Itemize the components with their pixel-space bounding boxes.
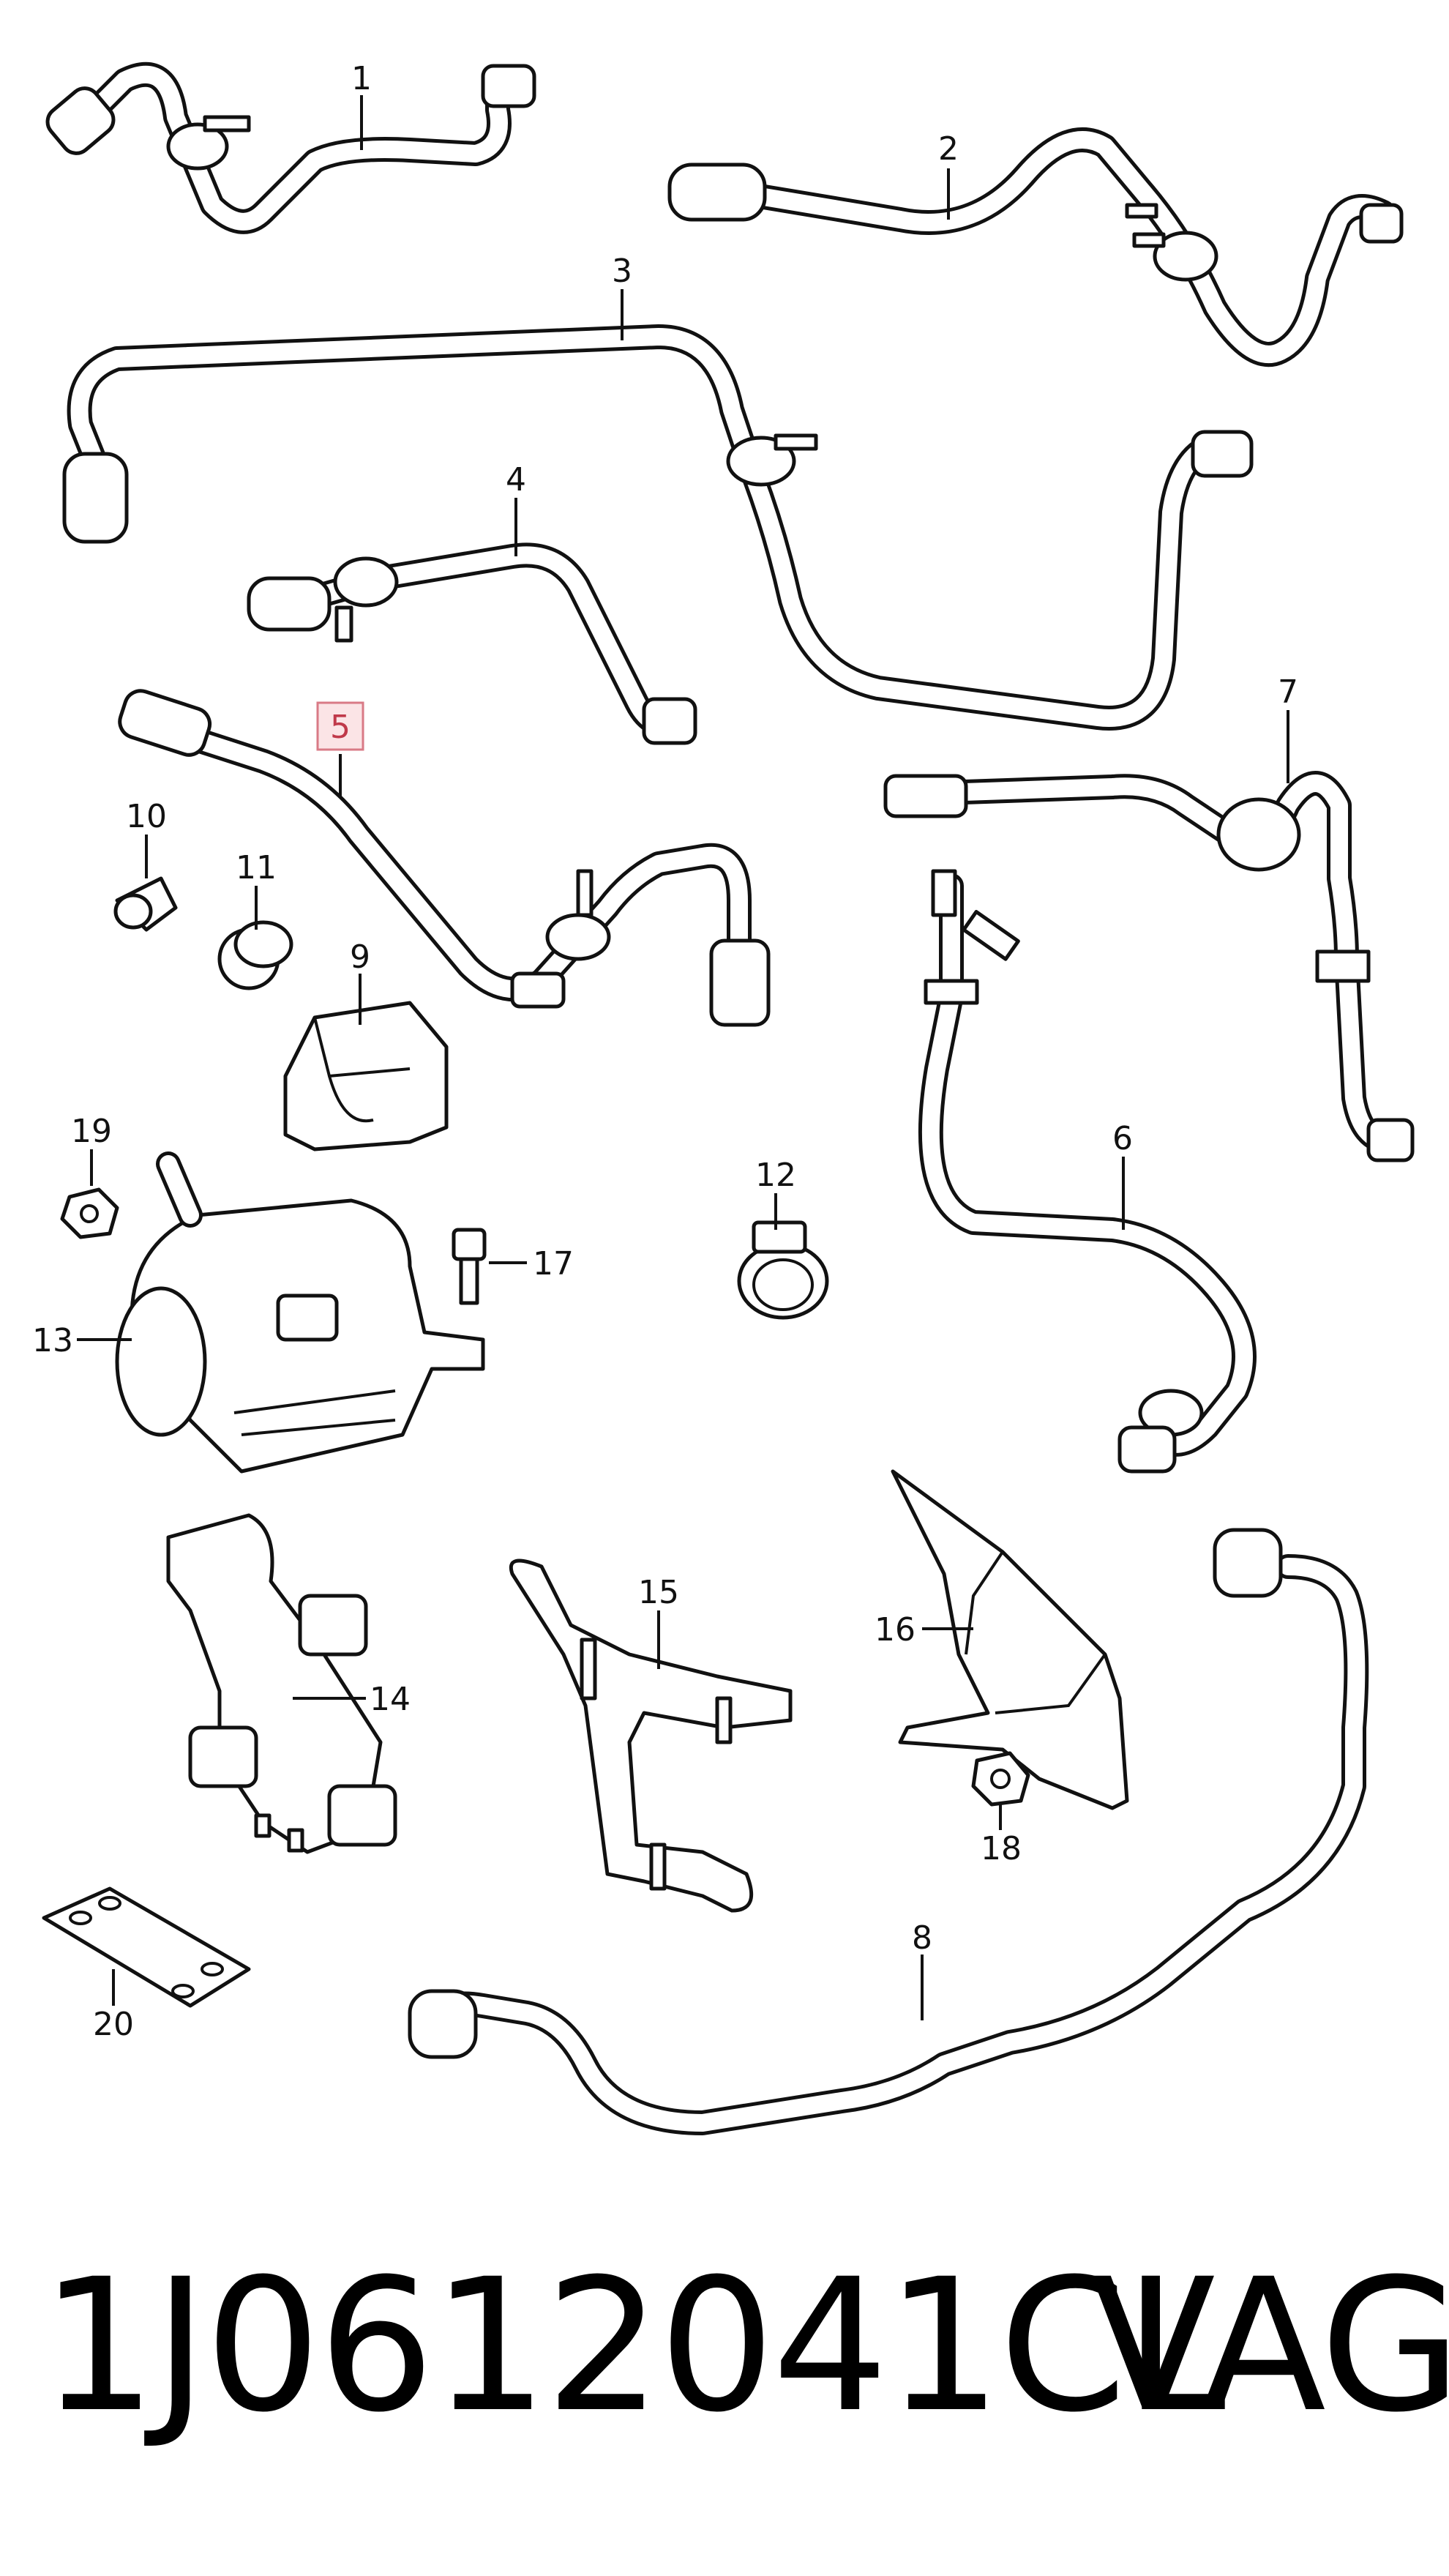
part-13-pump[interactable] bbox=[115, 1151, 485, 1474]
callout-15: 15 bbox=[638, 1574, 679, 1611]
callout-17: 17 bbox=[533, 1245, 574, 1283]
part-8-hose[interactable] bbox=[408, 1528, 1369, 2135]
part-2-hose[interactable] bbox=[667, 127, 1404, 367]
part-18-nut[interactable] bbox=[971, 1751, 1030, 1807]
callout-5-highlight[interactable]: 5 bbox=[316, 701, 364, 751]
part-9-clip[interactable] bbox=[283, 1001, 449, 1151]
part-6-hose[interactable] bbox=[918, 869, 1257, 1474]
part-3-hose[interactable] bbox=[62, 324, 1254, 731]
callout-10: 10 bbox=[126, 798, 167, 835]
part-11-grommet[interactable] bbox=[217, 920, 293, 990]
part-number: 1J0612041CL bbox=[40, 2239, 1226, 2452]
part-4-hose[interactable] bbox=[247, 542, 697, 745]
part-7-hose[interactable] bbox=[883, 771, 1415, 1162]
part-15-bracket[interactable] bbox=[509, 1558, 793, 1913]
part-1-hose[interactable] bbox=[42, 61, 536, 234]
callout-9: 9 bbox=[350, 938, 370, 976]
part-14-bracket[interactable] bbox=[166, 1513, 397, 1854]
callout-19: 19 bbox=[71, 1113, 112, 1150]
part-10-grommet[interactable] bbox=[113, 876, 178, 932]
callout-12: 12 bbox=[755, 1157, 796, 1194]
callout-4: 4 bbox=[506, 461, 526, 499]
callout-7: 7 bbox=[1278, 673, 1298, 711]
callout-6: 6 bbox=[1112, 1120, 1133, 1157]
part-17-bolt[interactable] bbox=[452, 1228, 487, 1305]
callout-11: 11 bbox=[236, 849, 277, 886]
callout-8: 8 bbox=[912, 1919, 932, 1957]
part-12-clamp[interactable] bbox=[737, 1220, 829, 1320]
leader-lines bbox=[77, 95, 1289, 2020]
part-19-nut[interactable] bbox=[60, 1187, 119, 1239]
callout-18: 18 bbox=[981, 1830, 1022, 1867]
callout-2: 2 bbox=[938, 130, 959, 168]
callout-5: 5 bbox=[330, 709, 351, 746]
part-20-gasket[interactable] bbox=[42, 1886, 251, 2008]
callout-3: 3 bbox=[612, 253, 632, 290]
callout-13: 13 bbox=[32, 1322, 73, 1359]
callout-20: 20 bbox=[93, 2006, 134, 2043]
callout-14: 14 bbox=[370, 1681, 411, 1718]
brand-name: VAG bbox=[1090, 2239, 1449, 2452]
callout-16: 16 bbox=[875, 1611, 916, 1649]
callout-1: 1 bbox=[351, 60, 372, 97]
part-5-hose[interactable] bbox=[116, 687, 771, 1027]
